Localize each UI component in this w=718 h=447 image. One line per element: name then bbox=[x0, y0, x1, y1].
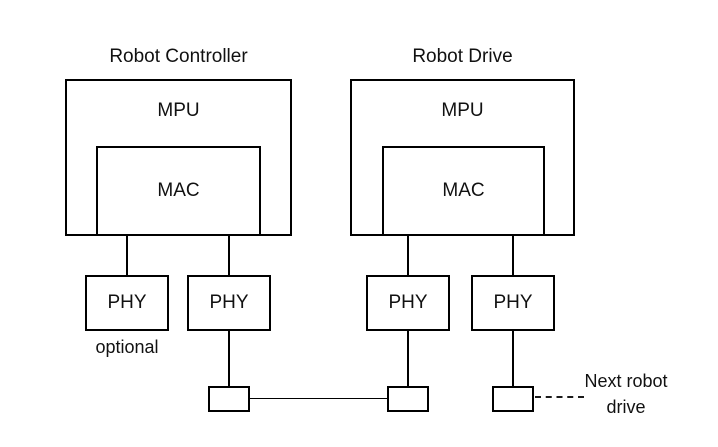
drive-phy-downstream-to-port-line bbox=[512, 329, 514, 389]
controller-mac-box: MAC bbox=[96, 146, 261, 236]
controller-port-box bbox=[208, 386, 250, 412]
drive-phy-downstream-label: PHY bbox=[493, 292, 533, 313]
next-robot-drive-label-line2: drive bbox=[606, 397, 646, 417]
drive-phy-upstream-to-port-line bbox=[407, 329, 409, 389]
controller-mac-to-phy2-line bbox=[228, 234, 230, 277]
controller-mac-label: MAC bbox=[157, 180, 200, 201]
controller-title: Robot Controller bbox=[109, 46, 248, 67]
drive-phy-upstream-label: PHY bbox=[388, 292, 428, 313]
next-robot-drive-label-line1: Next robot bbox=[584, 371, 668, 391]
drive-upstream-port-box bbox=[387, 386, 429, 412]
drive-mac-to-phy2-line bbox=[512, 234, 514, 277]
controller-to-drive-cable-line bbox=[248, 397, 389, 399]
drive-mac-box: MAC bbox=[382, 146, 545, 236]
drive-mac-label: MAC bbox=[442, 180, 485, 201]
controller-phy-optional-box: PHY bbox=[85, 275, 169, 331]
drive-phy-downstream-box: PHY bbox=[471, 275, 555, 331]
optional-note: optional bbox=[95, 337, 159, 357]
drive-title: Robot Drive bbox=[412, 46, 513, 67]
drive-mpu-label: MPU bbox=[441, 100, 484, 121]
controller-phy-main-box: PHY bbox=[187, 275, 271, 331]
next-drive-dashed-line bbox=[535, 396, 584, 398]
next-robot-drive-label: Next robot drive bbox=[576, 368, 676, 420]
drive-phy-upstream-box: PHY bbox=[366, 275, 450, 331]
drive-downstream-port-box bbox=[492, 386, 534, 412]
controller-mac-to-phy1-line bbox=[126, 234, 128, 277]
controller-phy-to-port-line bbox=[228, 329, 230, 389]
controller-phy-optional-label: PHY bbox=[107, 292, 147, 313]
controller-mpu-label: MPU bbox=[157, 100, 200, 121]
drive-mac-to-phy1-line bbox=[407, 234, 409, 277]
controller-phy-main-label: PHY bbox=[209, 292, 249, 313]
